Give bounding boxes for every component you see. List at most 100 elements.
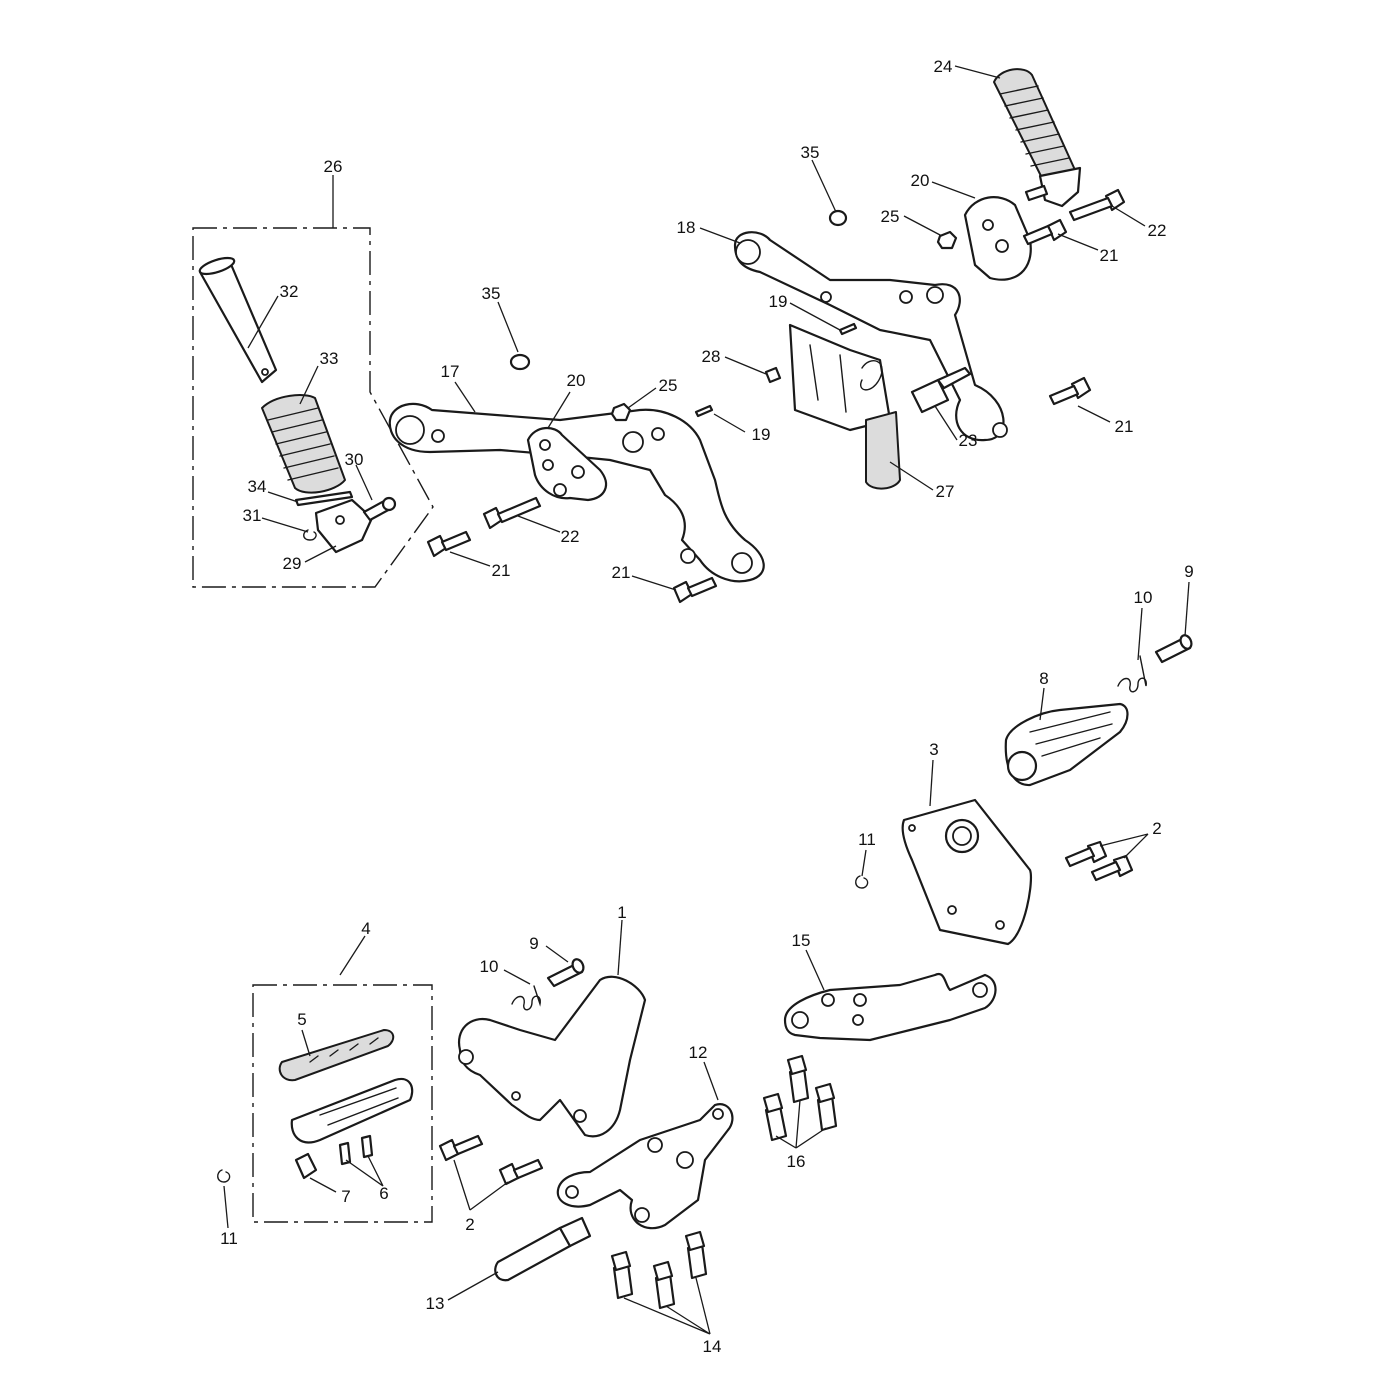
callout-7: 7 (341, 1187, 350, 1206)
callout-10-left: 10 (480, 957, 499, 976)
callout-28: 28 (702, 347, 721, 366)
part-14-screw-b (652, 1260, 676, 1310)
callout-21-right-lower: 21 (1115, 417, 1134, 436)
part-3-heel-plate (901, 798, 1032, 946)
callout-6: 6 (379, 1184, 388, 1203)
callout-27: 27 (936, 482, 955, 501)
callout-2-right: 2 (1152, 819, 1161, 838)
part-19-dowel-left (694, 404, 714, 418)
part-1-footrest-hanger-left (457, 975, 647, 1138)
part-32-pivot-pin (198, 256, 278, 384)
part-25-nut-right (936, 230, 958, 250)
callout-1: 1 (617, 903, 626, 922)
part-5-footrest-rubber (278, 1029, 395, 1082)
part-25-nut-left (610, 402, 632, 422)
callout-19-left: 19 (752, 425, 771, 444)
kit-boundary-4 (252, 984, 433, 1223)
callout-24: 24 (934, 57, 953, 76)
part-30-clevis-pin (362, 496, 397, 522)
part-24-footrest-rubber-right (993, 68, 1082, 208)
part-35-cap-left (509, 353, 531, 371)
callout-17: 17 (441, 362, 460, 381)
callout-11-right: 11 (858, 830, 876, 849)
part-16-screw-a (762, 1092, 788, 1142)
callout-31: 31 (243, 506, 262, 525)
part-19-dowel-right (838, 322, 858, 336)
part-9-pivot-pin-right (1154, 634, 1193, 664)
callout-13: 13 (426, 1294, 445, 1313)
part-footrest-body (290, 1077, 414, 1144)
part-21-bolt-right-b (1048, 376, 1092, 406)
callout-25-right: 25 (881, 207, 900, 226)
leader-lines (223, 65, 1190, 1335)
callout-29: 29 (283, 554, 302, 573)
part-35-cap-right (828, 209, 848, 227)
part-12-footrest-bracket (556, 1103, 734, 1230)
callout-9-left: 9 (529, 934, 538, 953)
part-13-spindle-pin (494, 1216, 592, 1282)
callout-22-left: 22 (561, 527, 580, 546)
part-9-pivot-pin-left (546, 958, 585, 988)
callout-15: 15 (792, 931, 811, 950)
callout-35-left: 35 (482, 284, 501, 303)
part-6-screw-a (338, 1141, 352, 1166)
part-29-footrest-hanger (314, 498, 374, 554)
callout-21-right-upper: 21 (1100, 246, 1119, 265)
part-2-bolt-right-a (1064, 840, 1108, 868)
part-27-bracket-assembly (788, 323, 901, 490)
callout-5: 5 (297, 1010, 306, 1029)
callout-16: 16 (787, 1152, 806, 1171)
part-31-clip (303, 529, 317, 541)
callout-30: 30 (345, 450, 364, 469)
part-21-bolt-left-a (426, 530, 472, 558)
callout-3: 3 (929, 740, 938, 759)
part-11-circlip-right (855, 875, 869, 889)
callout-2-left: 2 (465, 1215, 474, 1234)
callout-4: 4 (361, 919, 370, 938)
part-34-washer (294, 490, 354, 507)
kit-boundary-26 (192, 227, 434, 588)
callout-20-right: 20 (911, 171, 930, 190)
callout-19-right: 19 (769, 292, 788, 311)
callout-14: 14 (703, 1337, 722, 1356)
part-22-bolt-left (482, 496, 542, 530)
part-11-circlip-left (217, 1169, 231, 1183)
part-10-spring-left (511, 985, 541, 1011)
part-15-footrest-hanger-right (783, 972, 997, 1042)
callout-10-right: 10 (1134, 588, 1153, 607)
callout-21-left-b: 21 (612, 563, 631, 582)
callout-34: 34 (248, 477, 267, 496)
callout-35-upper: 35 (801, 143, 820, 162)
part-20-heel-guard-right (963, 196, 1032, 281)
callout-26: 26 (324, 157, 343, 176)
callout-12: 12 (689, 1043, 708, 1062)
part-21-bolt-right-a (1022, 218, 1068, 246)
callout-23: 23 (959, 431, 978, 450)
part-33-footrest-rubber (261, 394, 346, 494)
part-10-spring-right (1117, 655, 1147, 693)
part-20-heel-guard-left (526, 427, 608, 502)
callout-33: 33 (320, 349, 339, 368)
part-21-bolt-left-b (672, 576, 718, 604)
callout-32: 32 (280, 282, 299, 301)
part-23-spindle (910, 366, 972, 414)
part-28-screw (764, 366, 782, 384)
part-16-screw-c (814, 1082, 838, 1132)
callout-20-left: 20 (567, 371, 586, 390)
callout-22-right: 22 (1148, 221, 1167, 240)
callout-8: 8 (1039, 669, 1048, 688)
part-8-rider-footrest (1004, 702, 1129, 787)
callout-labels: 24 35 20 25 22 21 18 26 32 35 19 28 33 1… (220, 57, 1194, 1356)
part-2-bolt-right-b (1090, 854, 1134, 882)
callout-18: 18 (677, 218, 696, 237)
callout-9-right: 9 (1184, 562, 1193, 581)
part-17-rear-hanger-left (388, 402, 765, 583)
part-2-bolt-left-a (438, 1134, 484, 1162)
callout-11-left: 11 (220, 1229, 238, 1248)
part-18-rear-hanger-right (733, 231, 1008, 442)
callout-25-left: 25 (659, 376, 678, 395)
part-2-bolt-left-b (498, 1158, 544, 1186)
part-16-screw-b (786, 1054, 810, 1104)
part-22-bolt-right (1068, 188, 1126, 222)
